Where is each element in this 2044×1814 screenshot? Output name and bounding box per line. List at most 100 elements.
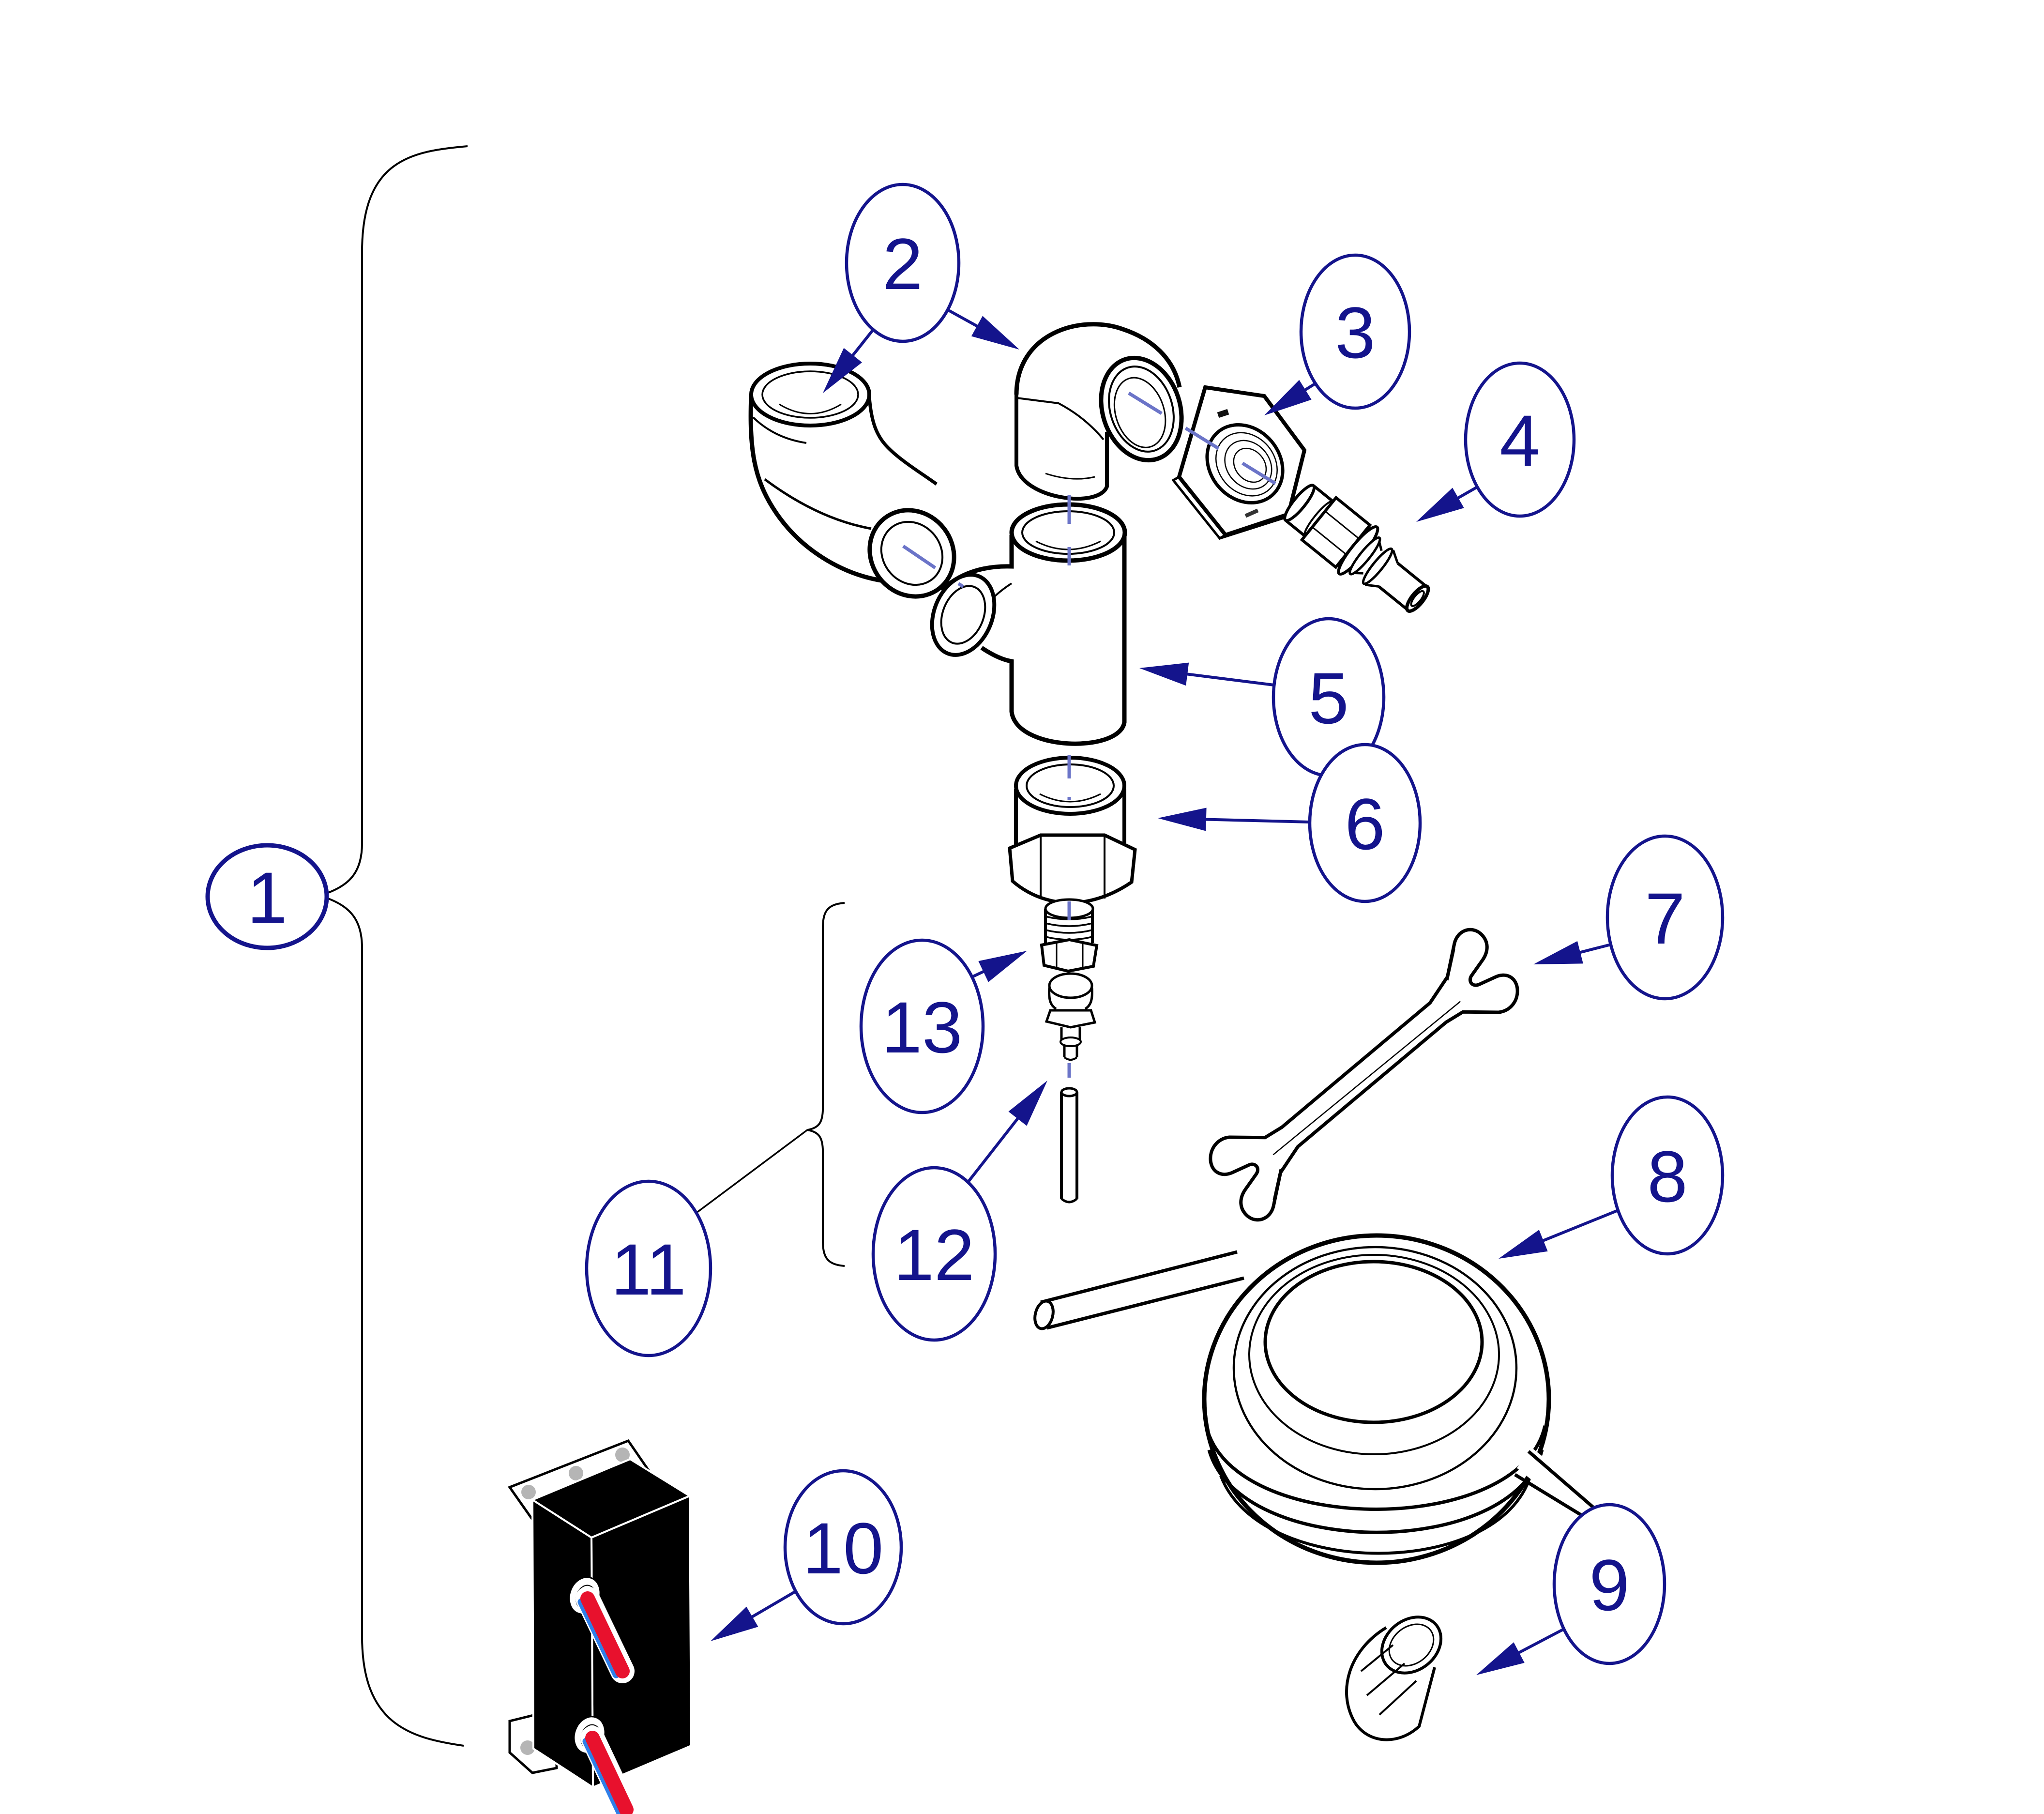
part-wrench	[1209, 928, 1519, 1222]
centerlines	[902, 392, 1296, 1087]
box-port-lower	[573, 1716, 638, 1814]
callout-number-text: 3	[1335, 292, 1375, 373]
brace-path	[316, 145, 468, 1747]
callout-arrow-shaft	[1534, 1209, 1619, 1246]
coil-tail-left-fill	[1037, 1252, 1242, 1327]
callout-arrow-shaft	[744, 1590, 797, 1623]
callout-arrowhead	[1476, 1642, 1525, 1675]
callout-6: 6	[1158, 743, 1422, 903]
barb-tip	[1405, 584, 1430, 613]
callout-number-text: 12	[894, 1214, 975, 1296]
box-side-face	[531, 1498, 594, 1789]
callout-balloon	[871, 1166, 997, 1342]
callout-number-text: 8	[1647, 1136, 1687, 1217]
valve-hex	[1045, 1009, 1097, 1029]
box-screw	[615, 1448, 630, 1462]
callout-number-text: 6	[1345, 783, 1385, 865]
callout-13: 13	[859, 938, 1027, 1114]
callout-10: 10	[711, 1469, 903, 1641]
nipple-hex	[1040, 938, 1099, 973]
part-tubing-coil	[1033, 1233, 1615, 1565]
callout-12: 12	[871, 1081, 1047, 1342]
callout-arrowhead	[1008, 1081, 1047, 1126]
callout-arrowhead	[711, 1606, 758, 1641]
bushing-marking	[1217, 409, 1229, 418]
callout-number-text: 10	[803, 1508, 884, 1589]
callout-4: 4	[1416, 361, 1576, 522]
callout-1: 1	[205, 843, 329, 950]
coil-tail-left-end	[1033, 1299, 1055, 1330]
box-screw	[521, 1485, 536, 1499]
cap-ribs	[1360, 1644, 1417, 1716]
box-screw	[569, 1466, 583, 1480]
callout-arrow-shaft	[1197, 818, 1310, 823]
callout-arrowhead	[1158, 808, 1207, 831]
part-elbow-right	[1014, 322, 1184, 501]
tube-red	[585, 1731, 634, 1814]
callout-balloon	[1605, 834, 1725, 1001]
callout-arrow-shaft	[1511, 1628, 1565, 1658]
adapter-hex	[1008, 833, 1137, 905]
callout-number-text: 2	[882, 223, 923, 305]
callout-number-text: 7	[1645, 878, 1685, 959]
callout-number-text: 4	[1499, 400, 1540, 481]
callout-number-text: 13	[882, 987, 963, 1068]
wrench-outline	[1209, 928, 1519, 1222]
callout-balloon	[585, 1179, 712, 1357]
callout-3: 3	[1264, 253, 1411, 415]
part-junction-box	[508, 1439, 693, 1814]
callout-5: 5	[1139, 617, 1386, 777]
part-valve-stem	[1045, 972, 1097, 1061]
callout-arrowhead	[1264, 380, 1312, 415]
bushing-marking	[1244, 508, 1259, 518]
coil-opening	[1263, 1260, 1484, 1424]
group-bracket-11	[807, 902, 845, 1267]
cap-rim	[1380, 1616, 1443, 1675]
callout-7: 7	[1533, 834, 1725, 1001]
callout-8: 8	[1499, 1095, 1725, 1259]
callout-arrowhead	[1416, 488, 1464, 522]
callout-arrowhead	[971, 316, 1019, 350]
part-tee-body	[930, 502, 1127, 746]
callout-number-text: 1	[247, 857, 287, 938]
callout-arrowhead	[1499, 1230, 1548, 1259]
callout-arrow-shaft	[964, 1111, 1024, 1186]
callout-balloon	[1464, 361, 1576, 518]
callout-arrowhead	[823, 348, 862, 393]
part-barb-connector	[1283, 484, 1430, 613]
callout-balloon	[1552, 1503, 1666, 1665]
callout-pointer-line	[690, 1129, 808, 1218]
callout-2: 2	[823, 183, 1019, 393]
callout-number-text: 9	[1589, 1544, 1629, 1626]
tube-red	[580, 1591, 630, 1678]
callout-9: 9	[1476, 1503, 1666, 1675]
part-adapter	[1008, 756, 1137, 905]
callout-11: 11	[585, 1129, 808, 1357]
callout-number-text: 5	[1308, 657, 1348, 739]
tee-branch-mouth	[930, 573, 997, 657]
barb-hex	[1300, 495, 1372, 569]
callout-arrowhead	[1139, 662, 1189, 686]
box-port-upper	[568, 1576, 635, 1683]
part-elbow-left	[748, 362, 956, 599]
callout-arrowhead	[1533, 941, 1583, 964]
bracket-path	[807, 902, 845, 1267]
valve-cap	[1048, 972, 1093, 999]
callout-number-text: 11	[611, 1229, 686, 1310]
elbow-left-top-mouth	[749, 362, 871, 427]
callout-arrowhead	[978, 951, 1027, 982]
callout-arrow-shaft	[1178, 671, 1274, 686]
callout-balloon	[783, 1469, 903, 1626]
callout-balloon	[845, 183, 961, 343]
callout-balloon	[1308, 743, 1422, 903]
part-cap	[1345, 1616, 1443, 1741]
assembly-brace	[316, 145, 468, 1747]
callout-balloon	[205, 843, 329, 950]
callout-balloon	[859, 938, 985, 1114]
callout-balloon	[1299, 253, 1411, 410]
callout-balloon	[1610, 1095, 1725, 1256]
part-tube-straight	[1060, 1087, 1078, 1204]
